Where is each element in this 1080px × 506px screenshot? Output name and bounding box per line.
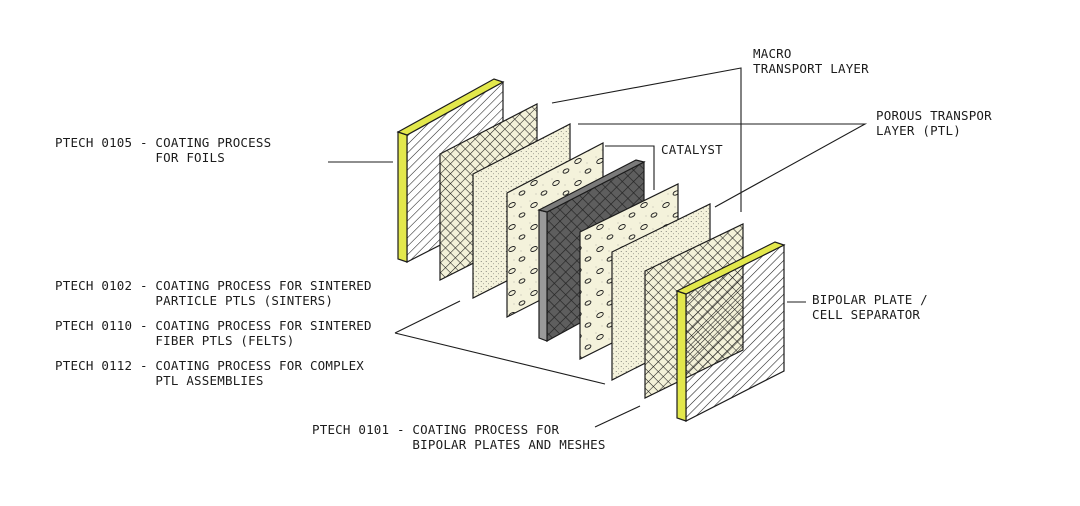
bipolar-plate-right bbox=[675, 241, 786, 422]
porous-transport-layer-label: POROUS TRANSPOR LAYER (PTL) bbox=[876, 108, 992, 138]
ptech-0101-label: PTECH 0101 - COATING PROCESS FOR BIPOLAR… bbox=[312, 422, 606, 452]
bipolar-plate-label: BIPOLAR PLATE / CELL SEPARATOR bbox=[812, 292, 928, 322]
ptech-0110-label: PTECH 0110 - COATING PROCESS FOR SINTERE… bbox=[55, 318, 372, 348]
ptech-0112-label: PTECH 0112 - COATING PROCESS FOR COMPLEX… bbox=[55, 358, 365, 388]
macro-transport-layer-label: MACRO TRANSPORT LAYER bbox=[753, 46, 869, 76]
ptech-0102-label: PTECH 0102 - COATING PROCESS FOR SINTERE… bbox=[55, 278, 372, 308]
ptech-0105-label: PTECH 0105 - COATING PROCESS FOR FOILS bbox=[55, 135, 272, 165]
leader-lines bbox=[328, 67, 868, 428]
catalyst-label: CATALYST bbox=[661, 142, 723, 157]
